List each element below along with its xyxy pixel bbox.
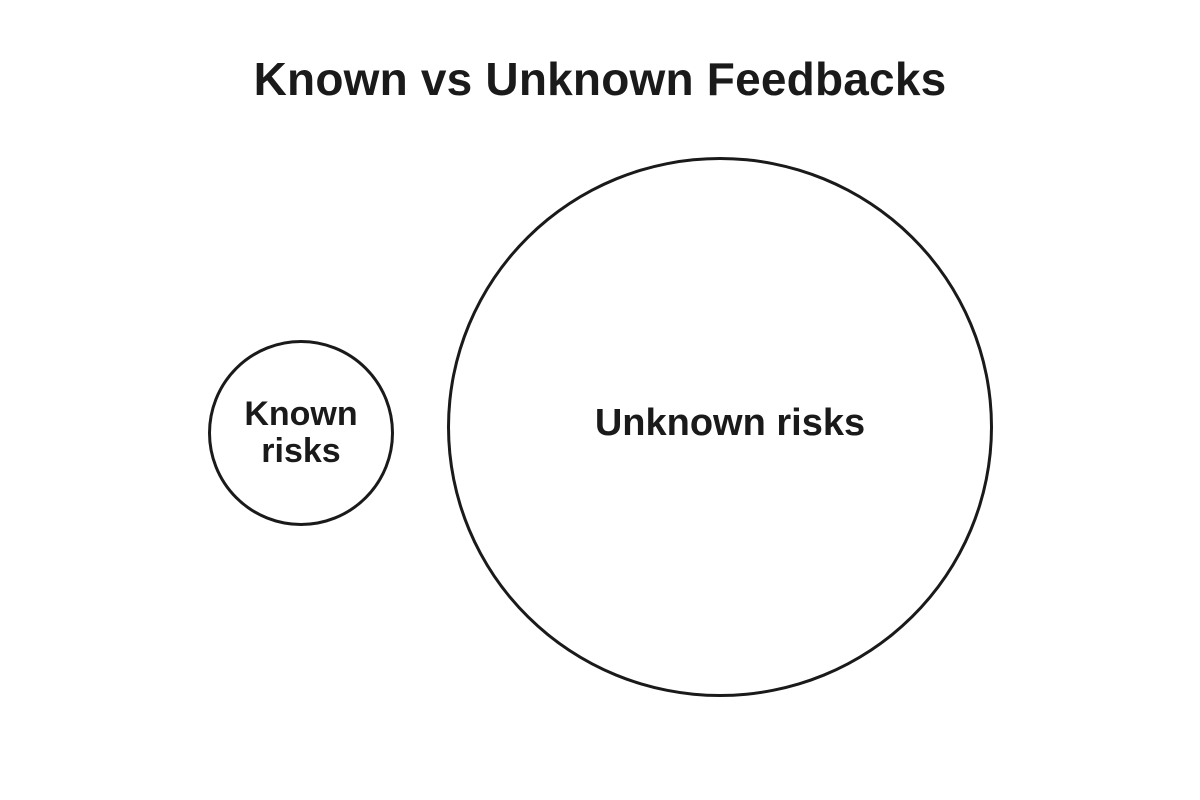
unknown-risks-circle: Unknown risks	[447, 157, 993, 697]
unknown-risks-label: Unknown risks	[594, 402, 866, 445]
known-risks-label: Known risks	[244, 394, 358, 470]
diagram-title: Known vs Unknown Feedbacks	[253, 53, 947, 105]
known-risks-circle: Known risks	[208, 340, 394, 526]
